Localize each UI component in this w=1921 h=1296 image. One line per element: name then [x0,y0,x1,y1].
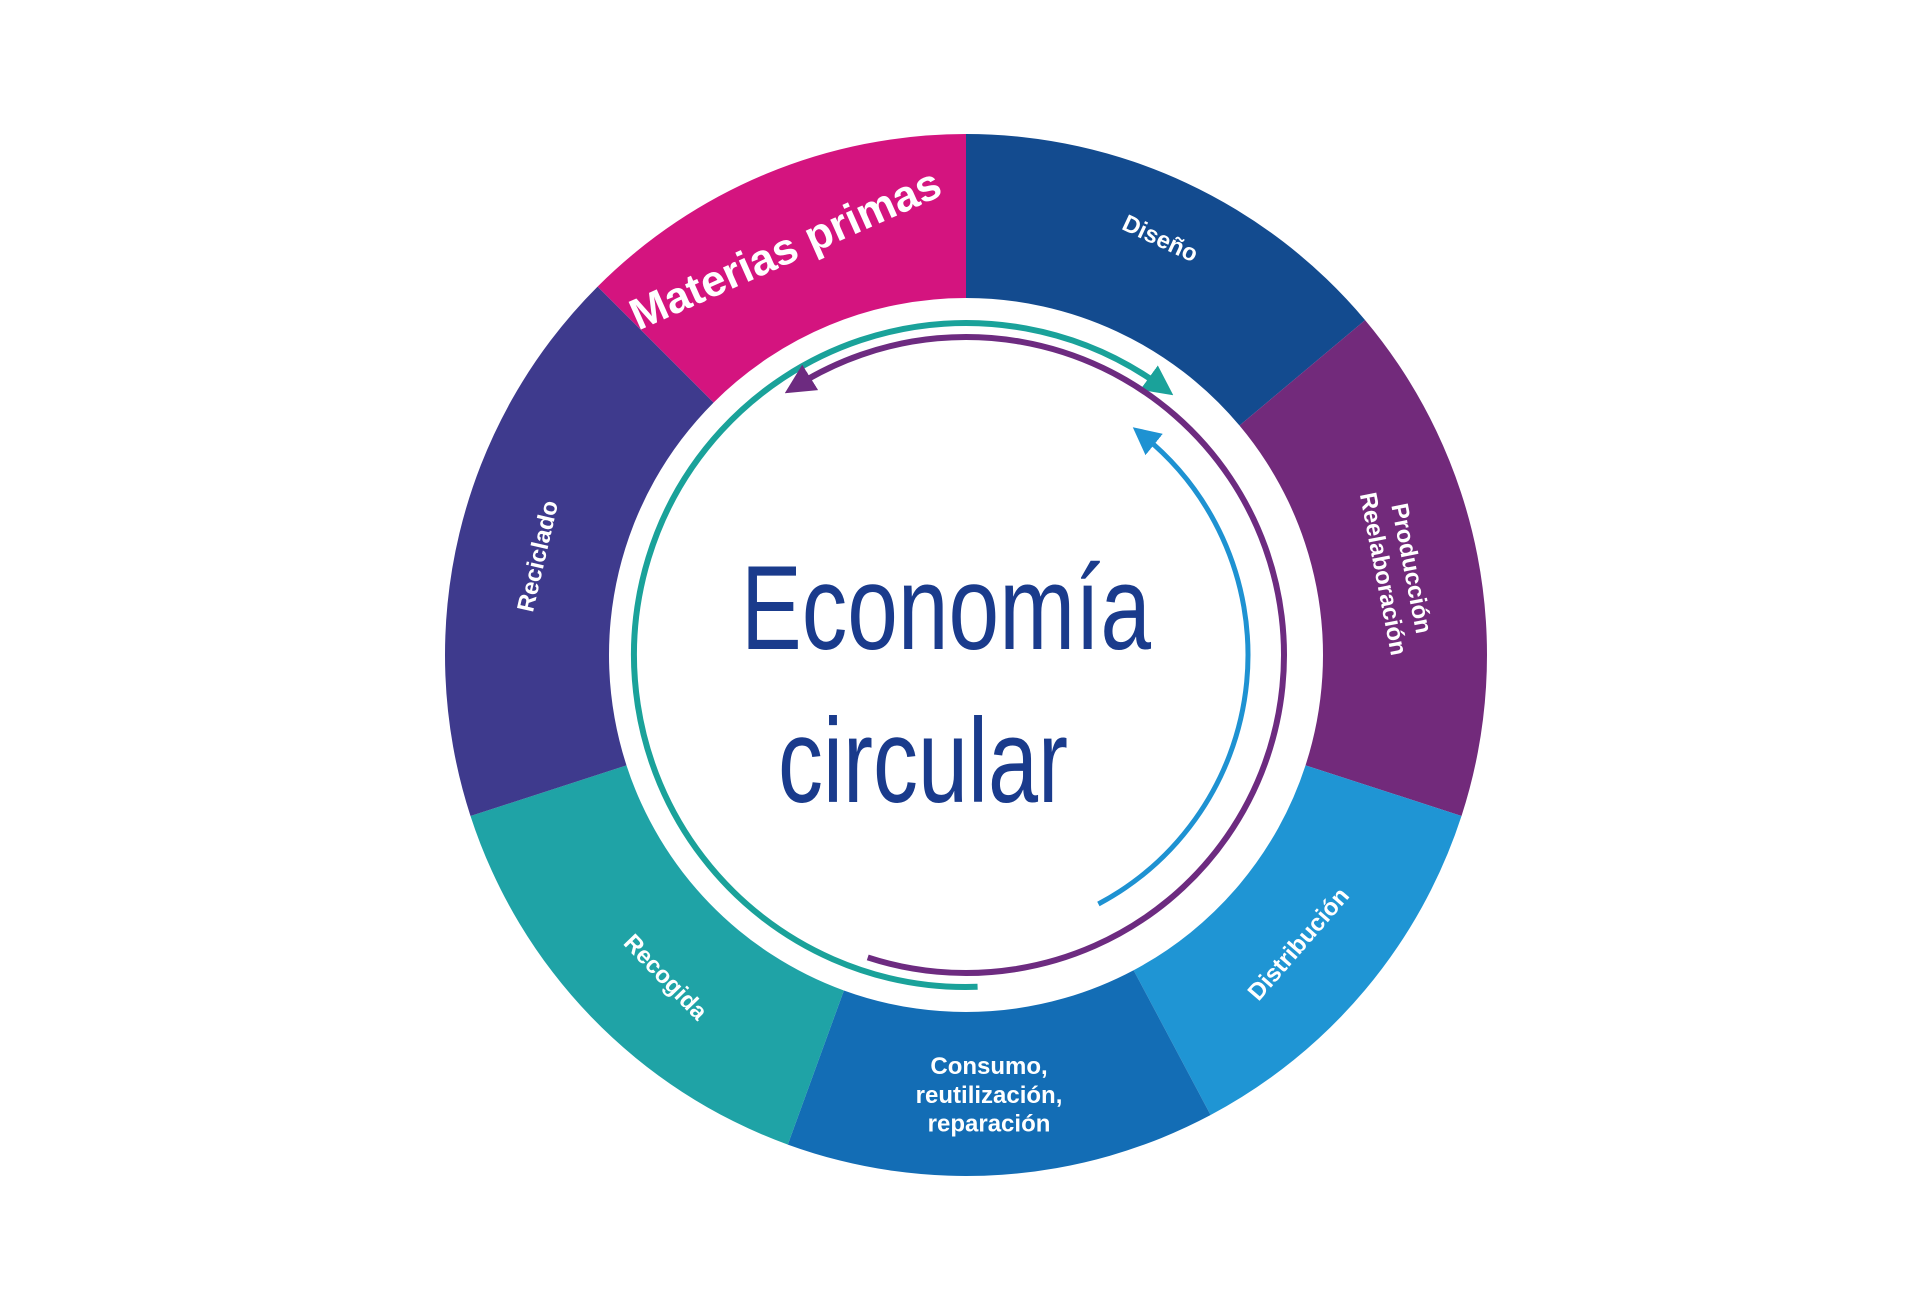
segment-reciclado [444,286,714,816]
segment-diseno [966,134,1366,426]
center-title-line2: circular [778,694,1068,828]
center-title-line1: Economía [741,541,1151,675]
segment-materias-primas [597,134,966,403]
cycle-arrows [631,320,1287,990]
blue-cycle-arrow [1097,427,1251,907]
teal-cycle-arrow [631,320,1174,990]
segment-distribucion [1133,765,1462,1116]
segment-produccion [1239,320,1487,816]
segment-ring [444,134,1487,1176]
segment-consumo [787,970,1211,1176]
segment-label-consumo: Consumo,reutilización,reparación [916,1053,1063,1138]
purple-cycle-arrow [784,334,1287,976]
segment-recogida [470,765,844,1145]
